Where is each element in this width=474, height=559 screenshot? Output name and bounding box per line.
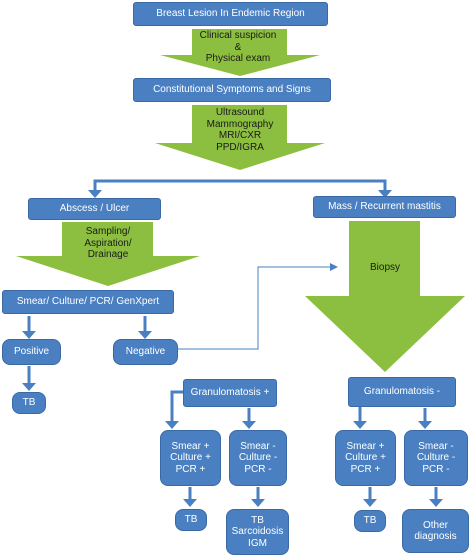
node-gp-smear-negative: Smear - Culture - PCR - <box>229 430 287 486</box>
arrowhead-tb-gn <box>363 499 377 507</box>
node-tb-gn: TB <box>354 510 386 532</box>
arrowhead-tb-gp <box>183 499 197 507</box>
arrowhead-gn-neg <box>418 421 432 429</box>
green-arrow-imaging <box>155 105 325 170</box>
node-constitutional-symptoms: Constitutional Symptoms and Signs <box>133 78 331 102</box>
arrowhead-gp-neg <box>242 421 256 429</box>
biopsy-text: Biopsy <box>369 262 400 273</box>
arrowhead-gn-pos <box>353 421 367 429</box>
arrowhead-other <box>429 499 443 507</box>
node-granulomatosis-positive: Granulomatosis + <box>183 379 277 407</box>
arrowhead-gp-pos <box>165 421 179 429</box>
split-connector <box>93 179 387 191</box>
node-granulomatosis-negative: Granulomatosis - <box>348 377 456 407</box>
arrowhead-tb-left <box>22 383 36 391</box>
node-negative: Negative <box>113 339 178 365</box>
node-abscess-ulcer: Abscess / Ulcer <box>28 198 161 220</box>
arrowhead-tb-sarc <box>251 499 265 507</box>
imaging-tests-text: Ultrasound Mammography MRI/CXR PPD/IGRA <box>206 107 274 153</box>
node-tb-left: TB <box>12 392 46 414</box>
arrowhead-positive <box>22 331 36 339</box>
node-mass-recurrent-mastitis: Mass / Recurrent mastitis <box>313 196 456 218</box>
node-smear-culture: Smear/ Culture/ PCR/ GenXpert <box>2 290 174 314</box>
green-arrow-biopsy <box>305 221 465 372</box>
arrowhead-mass <box>378 190 392 198</box>
green-arrow-clinical <box>160 29 320 76</box>
arrowhead-negative <box>138 331 152 339</box>
node-gp-smear-positive: Smear + Culture + PCR + <box>160 430 221 486</box>
green-arrow-sampling <box>16 222 200 286</box>
node-breast-lesion: Breast Lesion In Endemic Region <box>133 2 328 26</box>
arrowhead-biopsy <box>330 263 338 271</box>
connector-gran-pos <box>170 390 183 422</box>
sampling-text: Sampling/ Aspiration/ Drainage <box>84 226 132 260</box>
node-gn-smear-positive: Smear + Culture + PCR + <box>335 430 396 486</box>
node-positive: Positive <box>2 339 61 365</box>
connector-negative-biopsy <box>178 266 330 350</box>
node-tb-gp: TB <box>175 509 207 531</box>
arrowhead-abscess <box>88 190 102 198</box>
node-tb-sarcoidosis-igm: TB Sarcoidosis IGM <box>226 509 289 555</box>
clinical-suspicion-text: Clinical suspicion & Physical exam <box>199 30 277 64</box>
node-gn-smear-negative: Smear - Culture - PCR - <box>404 430 468 486</box>
node-other-diagnosis: Other diagnosis <box>402 509 469 553</box>
